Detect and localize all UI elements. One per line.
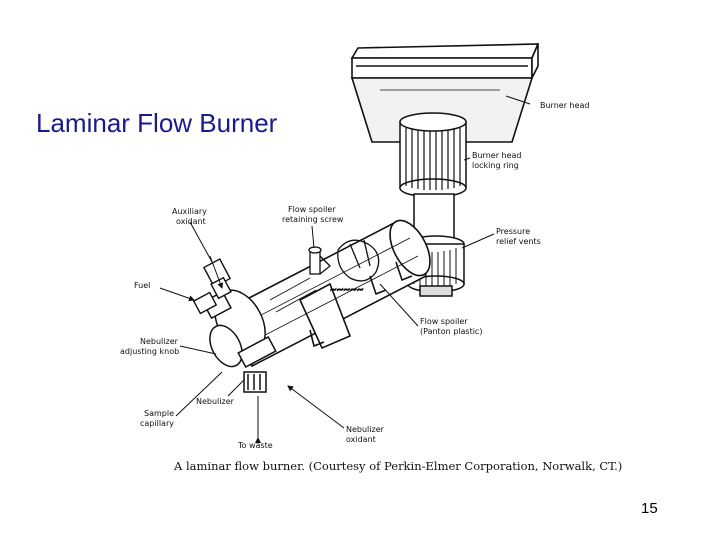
label-locking-ring-line2: locking ring — [472, 161, 519, 170]
label-fuel: Fuel — [134, 281, 150, 290]
label-aux-oxidant-line2: oxidant — [176, 217, 206, 226]
label-nebulizer-knob-line2: adjusting knob — [120, 347, 179, 356]
svg-text:~~~~~: ~~~~~ — [330, 285, 364, 294]
label-relief-vents-line2: relief vents — [496, 237, 541, 246]
label-spoiler-screw-line1: Flow spoiler — [288, 205, 336, 214]
label-nebulizer-oxidant-line1: Nebulizer — [346, 425, 385, 434]
label-aux-oxidant-line1: Auxiliary — [172, 207, 207, 216]
burner-neck — [413, 193, 455, 239]
burner-head — [350, 43, 540, 143]
label-sample-capillary-line2: capillary — [140, 419, 174, 428]
label-flow-spoiler-line1: Flow spoiler — [420, 317, 468, 326]
spray-chamber — [220, 219, 431, 368]
slide-title: Laminar Flow Burner — [36, 108, 278, 138]
label-burner-head: Burner head — [540, 101, 590, 110]
label-locking-ring-line1: Burner head — [472, 151, 522, 160]
fuel-inlet — [192, 291, 218, 315]
auxiliary-oxidant-inlet — [202, 258, 232, 300]
label-nebulizer-oxidant-line2: oxidant — [346, 435, 376, 444]
label-sample-capillary-line1: Sample — [144, 409, 174, 418]
label-nebulizer: Nebulizer — [196, 397, 235, 406]
label-nebulizer-knob-line1: Nebulizer — [140, 337, 179, 346]
label-flow-spoiler-line2: (Panton plastic) — [420, 327, 482, 336]
label-to-waste: To waste — [237, 441, 273, 450]
flow-spoiler-retaining-screw — [308, 246, 322, 275]
burner-head-locking-ring — [399, 112, 467, 198]
figure-caption: A laminar flow burner. (Courtesy of Perk… — [173, 459, 622, 473]
label-spoiler-screw-line2: retaining screw — [282, 215, 344, 224]
page-number: 15 — [641, 500, 658, 517]
label-relief-vents-line1: Pressure — [496, 227, 530, 236]
